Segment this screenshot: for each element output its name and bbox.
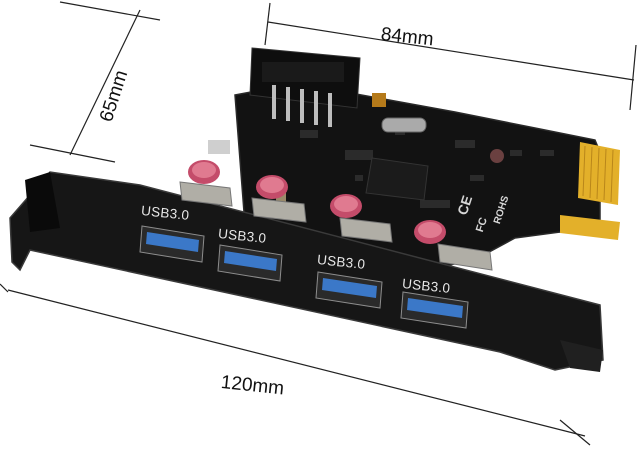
usb-port-3[interactable] — [315, 271, 383, 309]
usb-port-2[interactable] — [217, 244, 283, 282]
usb-ports — [139, 225, 469, 329]
capacitors — [188, 160, 446, 244]
controller-chip — [365, 157, 429, 201]
usb-port-1[interactable] — [139, 225, 205, 263]
gold-fingers — [560, 142, 620, 240]
port-housings — [179, 181, 493, 271]
dimension-lines — [0, 1, 637, 446]
internal-usb-header — [249, 47, 386, 127]
capacitor-small — [490, 149, 504, 163]
crystal — [381, 117, 427, 133]
usb-port-4[interactable] — [400, 291, 469, 329]
